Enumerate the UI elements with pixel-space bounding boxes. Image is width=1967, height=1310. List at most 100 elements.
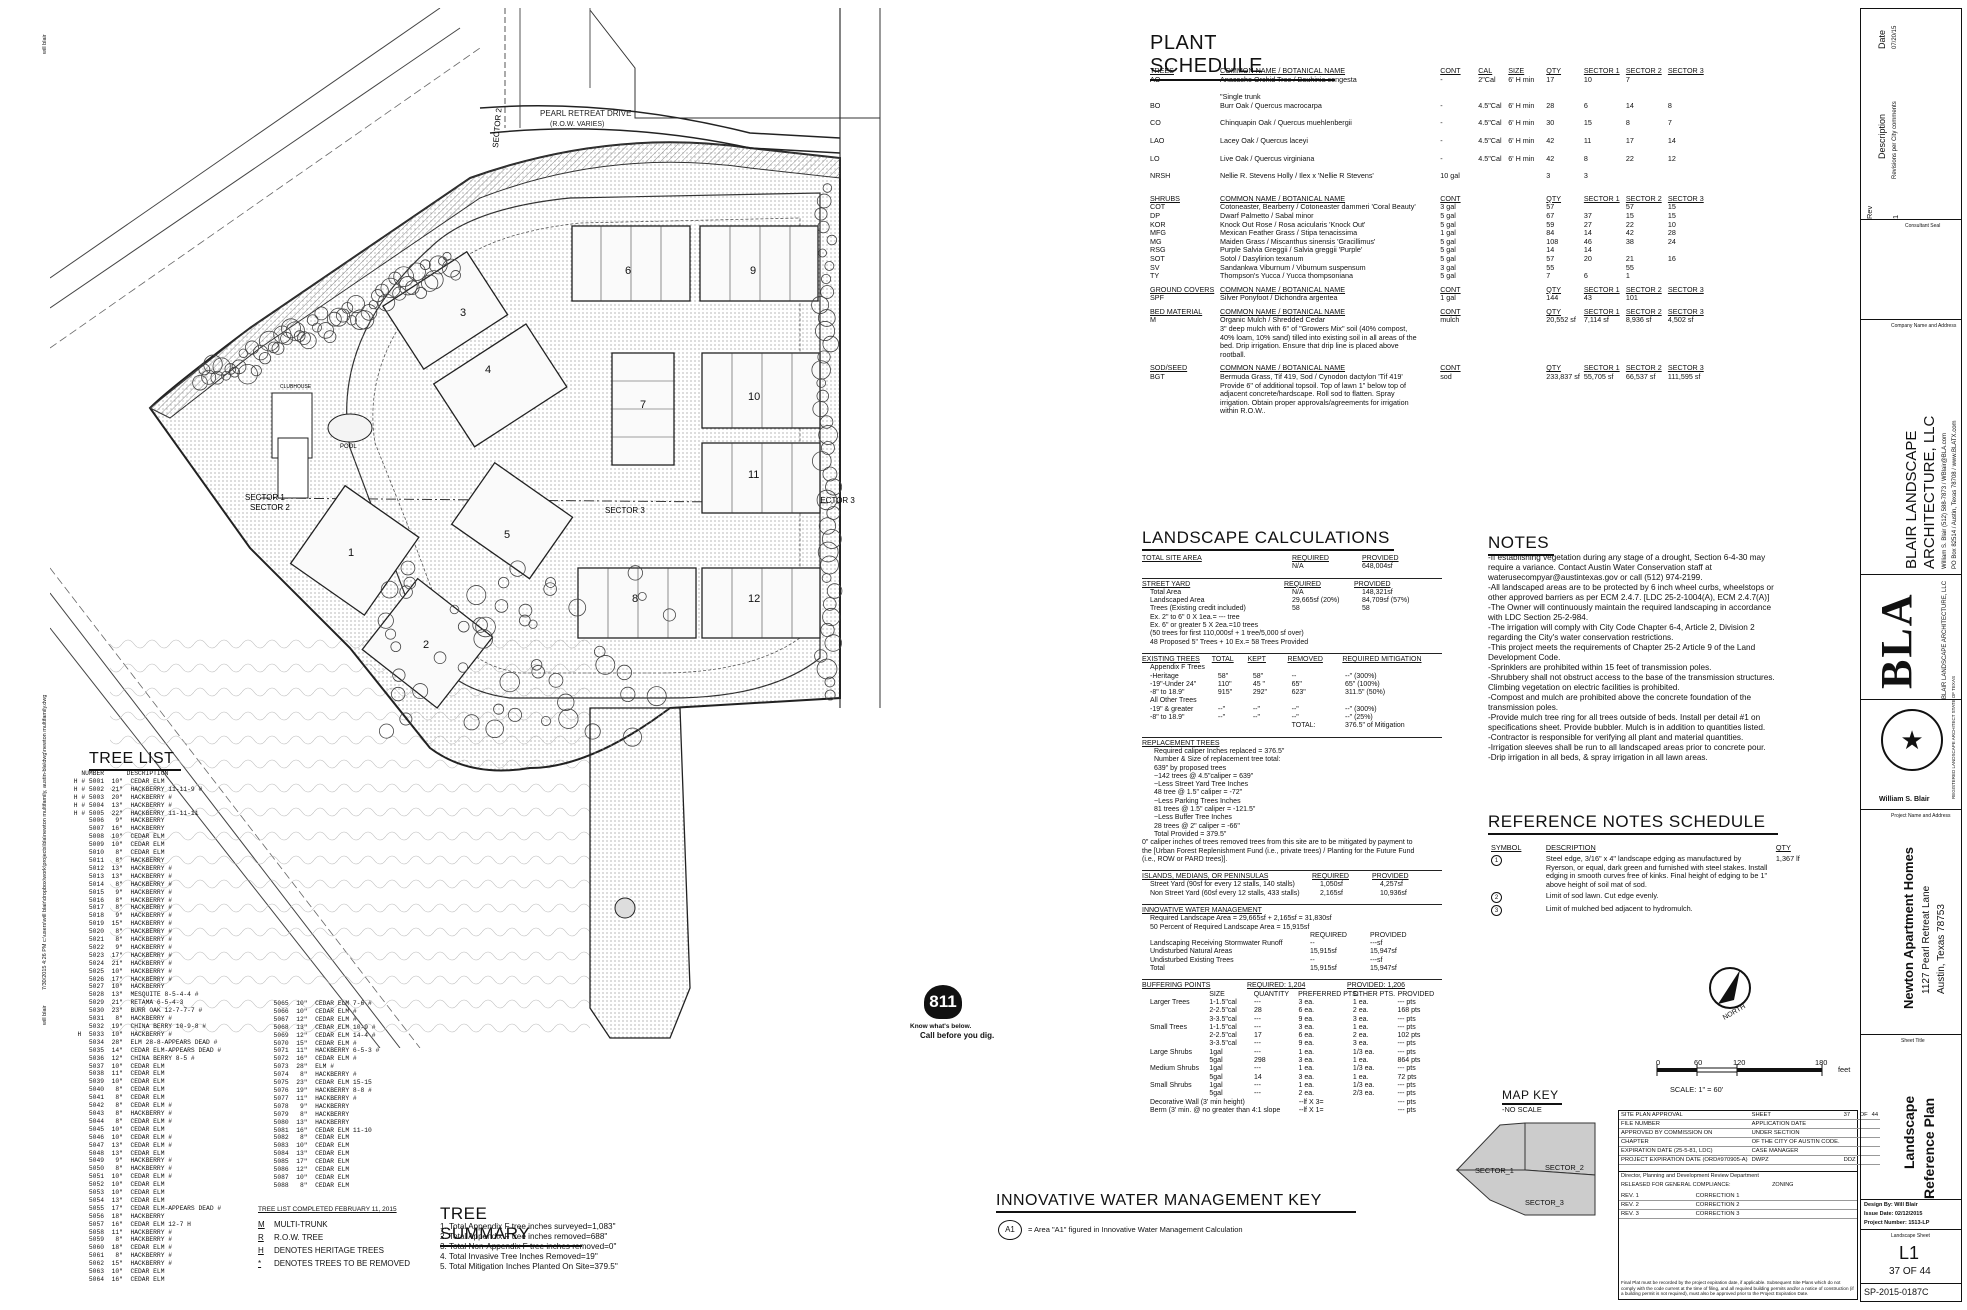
tree-canopy (415, 286, 427, 299)
plant-schedule-cell (1582, 334, 1624, 343)
plant-schedule-cell (1624, 390, 1666, 399)
tree-canopy (390, 641, 402, 653)
plant-schedule-cell (1582, 325, 1624, 334)
plant-schedule-cell (1544, 334, 1582, 343)
plant-schedule-cell (1148, 399, 1218, 408)
notes-title: NOTES (1488, 533, 1554, 556)
calc-cell (1254, 1099, 1298, 1107)
plant-schedule-cell (1506, 246, 1544, 255)
calc-cell: Required Landscape Area = 29,665sf + 2,1… (1150, 915, 1332, 923)
reference-cell (1773, 904, 1818, 917)
plant-schedule-cell: 21 (1625, 253, 1634, 263)
calc-row: Berm (3' min. @ no greater than 4:1 slop… (1142, 1107, 1442, 1115)
tree-canopy (312, 322, 322, 333)
margin-user-bottom: will blair (42, 1005, 48, 1025)
calc-cell: REQUIRED MITIGATION (1342, 655, 1422, 663)
sector-label-4: SECTOR 3 (815, 496, 855, 505)
approval-released-text: RELEASED FOR GENERAL COMPLIANCE: (1621, 1182, 1731, 1188)
rev-description-header: Description (1877, 113, 1887, 159)
calc-row: Ex. 6" or greater 5 X 2ea.=10 trees (1142, 622, 1442, 630)
approval-cell: APPROVED BY COMMISSION ON (1619, 1128, 1750, 1138)
calc-cell: Trees (Existing credit included) (1150, 605, 1246, 613)
plant-schedule-cell: KOR (1150, 219, 1166, 229)
plant-schedule-row: KOR Knock Out Rose / Rosa acicularis 'Kno… (1148, 219, 1708, 230)
note-item: -Provide mulch tree ring for all trees o… (1488, 713, 1766, 732)
plant-schedule-cell: Knock Out Rose / Rosa acicularis 'Knock … (1220, 219, 1366, 229)
tree-canopy (540, 716, 552, 727)
plant-schedule-cell: 5 gal (1440, 219, 1456, 229)
tree-canopy (385, 628, 397, 640)
plant-schedule-cell (1506, 390, 1544, 399)
calc-cell: 2-2.5"cal (1209, 1032, 1237, 1040)
approval-cell (1869, 1137, 1881, 1147)
plant-schedule-cell: BO (1150, 100, 1161, 110)
plant-schedule-cell (1506, 212, 1544, 221)
tree-legend-text: MULTI-TRUNK (274, 1220, 328, 1229)
design-by: Design By: Will Blair (1864, 1202, 1918, 1208)
calc-cell: PREFERRED PTS. (1298, 990, 1359, 998)
calc-cell: 623" (1291, 689, 1306, 697)
tree-canopy (637, 592, 647, 601)
calc-row: (50 trees for first 110,000sf + 1 tree/5… (1142, 630, 1442, 638)
plant-schedule-cell: 24 (1667, 236, 1676, 246)
tree-canopy (377, 612, 394, 629)
plant-schedule-cell: Bermuda Grass, Tif 419, Sod / Cynodon da… (1220, 372, 1403, 382)
landscape-calc-title: LANDSCAPE CALCULATIONS (1142, 528, 1394, 551)
call-811-logo: 811 (908, 985, 978, 1019)
plant-schedule-header-cell: SECTOR 1 (1583, 66, 1620, 75)
calc-row: TOTAL:376.5" of Mitigation (1142, 722, 1442, 730)
map-key-subtitle: -NO SCALE (1502, 1105, 1542, 1114)
plant-schedule-cell (1666, 407, 1708, 416)
building-number-11: 11 (748, 469, 759, 481)
plant-schedule-cell: within R.O.W.. (1220, 406, 1266, 416)
calc-line: Total Provided = 379.5" (1154, 830, 1227, 838)
calc-cell: 1gal (1209, 1065, 1223, 1073)
calc-cell: Ex. 6" or greater 5 X 2ea.=10 trees (1150, 622, 1259, 630)
calc-cell: ---sf (1370, 940, 1383, 948)
plant-schedule-cell: sod (1440, 372, 1452, 382)
plant-schedule-cell (1506, 221, 1544, 230)
plant-schedule-header-cell: SECTOR 3 (1667, 193, 1704, 203)
plant-schedule-cell (1438, 342, 1476, 351)
tree-canopy (812, 400, 829, 418)
tree-canopy (463, 714, 480, 731)
plant-schedule-cell: 108 (1546, 236, 1559, 246)
tree-summary-item: 1. Total Appendix F tree inches surveyed… (440, 1222, 616, 1231)
plant-schedule-cell: adjacent concrete/hardscape. Roll sod to… (1220, 389, 1395, 399)
plant-schedule-cell: 3 gal (1440, 262, 1456, 272)
calc-cell: 1gal (1209, 1081, 1223, 1089)
calc-cell: --- pts (1397, 1081, 1416, 1089)
calc-cell: Small Trees (1150, 1023, 1187, 1031)
note-item: -Contractor is responsible for verifying… (1488, 733, 1744, 742)
plant-schedule-header-cell (1506, 190, 1544, 204)
tree-canopy (378, 723, 394, 739)
calc-cell: --" (1252, 714, 1260, 722)
calc-cell: OTHER PTS. (1353, 990, 1396, 998)
plant-schedule-cell (1582, 93, 1624, 102)
calc-cell: --" (300%) (1344, 705, 1377, 713)
calc-cell: 3 ea. (1298, 1073, 1315, 1081)
plant-schedule-cell: MFG (1150, 228, 1166, 238)
calc-cell: 1/3 ea. (1352, 1065, 1375, 1073)
approval-cell: APPLICATION DATE (1749, 1119, 1842, 1129)
plant-schedule-cell: Chinquapin Oak / Quercus muehlenbergii (1220, 118, 1352, 128)
case-number: SP-2015-0187C (1864, 1287, 1929, 1297)
clubhouse-label: CLUBHOUSE (280, 384, 312, 390)
plant-schedule-header-cell: GROUND COVERS (1150, 284, 1215, 294)
plant-schedule-cell: M (1150, 315, 1156, 325)
plant-schedule-header-cell: SECTOR 3 (1667, 66, 1704, 75)
plant-schedule-cell: Lacey Oak / Quercus laceyi (1220, 135, 1308, 145)
pool-label: POOL (340, 444, 357, 450)
seal: ★ (1881, 709, 1943, 771)
tree-canopy (824, 261, 835, 271)
reference-header-cell: DESCRIPTION (1545, 843, 1596, 852)
plant-schedule-cell: 14 (1583, 245, 1592, 255)
scale-tick-0: 0 (1656, 1058, 1661, 1067)
calc-cell: REQUIRED (1310, 931, 1347, 939)
tree-canopy (812, 451, 832, 471)
